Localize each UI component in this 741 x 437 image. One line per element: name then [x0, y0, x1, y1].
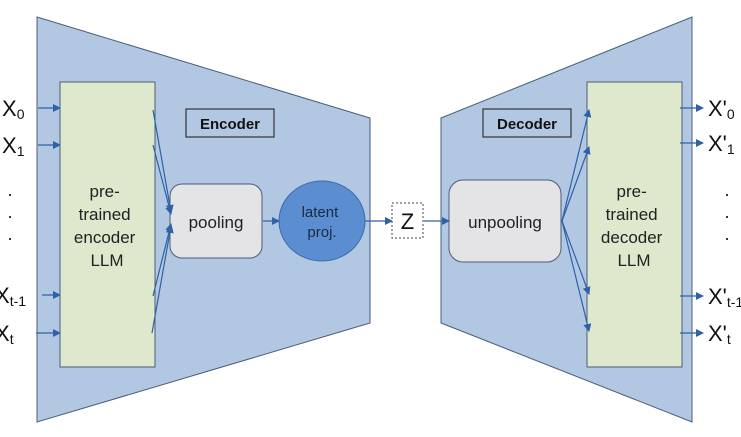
input-label: Xt — [0, 321, 14, 347]
svg-text:pre- trained encoder: pre- trained encoder LLM — [74, 182, 140, 270]
svg-text:latent proj.: latent proj. — [302, 204, 343, 241]
output-label: X't — [708, 321, 731, 347]
latent-proj-line: proj. — [307, 224, 336, 241]
pooling-label: pooling — [189, 213, 244, 232]
input-ellipsis-dot: . — [7, 202, 12, 222]
decoder-label-box — [482, 108, 572, 138]
encoder-label-box — [185, 108, 275, 138]
output-label: X't-1 — [708, 284, 741, 310]
encoder-llm-box — [59, 81, 156, 368]
llm-to-pooling-arrow — [151, 225, 174, 334]
output-ellipsis-dot: . — [724, 224, 729, 244]
decoder-llm-line: trained — [606, 205, 658, 224]
unpooling-to-llm-arrow — [561, 220, 591, 295]
encoder-label: Encoder — [200, 116, 260, 133]
pooling-box — [169, 183, 263, 259]
output-label: X'1 — [708, 131, 735, 157]
latent-proj-ellipse — [278, 180, 366, 262]
llm-to-pooling-arrow — [152, 223, 174, 297]
decoder-llm-line: decoder — [601, 228, 663, 247]
decoder-llm-line: pre- — [617, 182, 647, 201]
input-label: Xt-1 — [0, 283, 26, 309]
unpooling-to-llm-arrow — [561, 146, 591, 222]
input-ellipsis-dot: . — [7, 180, 12, 200]
z-box — [391, 202, 424, 239]
latent-proj-line: latent — [302, 204, 340, 221]
llm-to-pooling-arrow — [152, 144, 174, 215]
z-label: Z — [401, 209, 414, 234]
decoder-llm-line: LLM — [617, 251, 650, 270]
input-label: X0 — [2, 96, 25, 122]
input-label: X1 — [2, 133, 25, 159]
output-label: X'0 — [708, 96, 735, 122]
output-ellipsis-dot: . — [724, 202, 729, 222]
encoder-llm-line: LLM — [90, 251, 123, 270]
input-ellipsis-dot: . — [7, 224, 12, 244]
encoder-llm-line: trained — [79, 205, 131, 224]
encoder-llm-line: pre- — [90, 182, 120, 201]
output-ellipsis-dot: . — [724, 180, 729, 200]
unpooling-to-llm-arrow — [561, 109, 592, 222]
encoder-llm-line: encoder — [74, 228, 136, 247]
decoder-llm-box — [586, 81, 683, 368]
connection-arrows — [36, 104, 704, 337]
unpooling-label: unpooling — [468, 213, 542, 232]
svg-text:pre- trained decoder: pre- trained decoder LLM — [601, 182, 667, 270]
llm-to-pooling-arrow — [152, 109, 174, 213]
decoder-label: Decoder — [497, 116, 557, 133]
unpooling-to-llm-arrow — [561, 220, 592, 332]
